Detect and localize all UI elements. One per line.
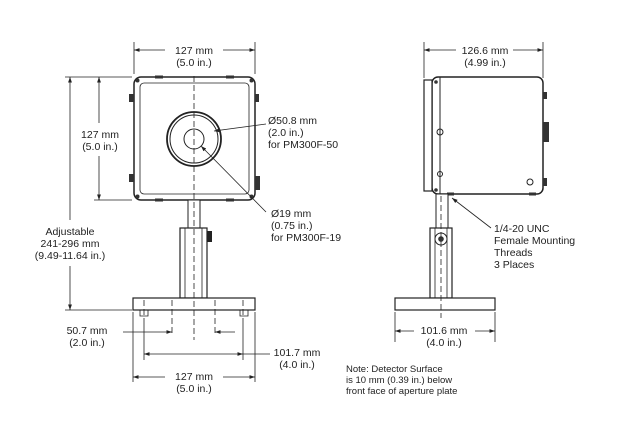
base-side	[394, 196, 496, 318]
width-dim-label-in: (5.0 in.)	[176, 57, 212, 69]
threads-callout: 1/4-20 UNC Female Mounting Threads 3 Pla…	[451, 197, 575, 271]
aperture-large-model: for PM300F-50	[268, 139, 338, 151]
detector-head-front	[129, 75, 260, 202]
base-width-label: 127 mm	[175, 371, 213, 383]
base-depth-label: 101.6 mm	[421, 325, 468, 337]
aperture-small-dim: Ø19 mm	[271, 208, 312, 220]
note-line-1: Note: Detector Surface	[346, 364, 443, 375]
height-dim-label-in: (5.0 in.)	[82, 141, 118, 153]
aperture-large-dim: Ø50.8 mm	[268, 115, 317, 127]
aperture-small-in: (0.75 in.)	[271, 220, 312, 232]
adjustable-range-in: (9.49-11.64 in.)	[35, 250, 105, 262]
threads-word: Threads	[494, 247, 533, 259]
base-slot-dimension: 50.7 mm (2.0 in.)	[67, 325, 235, 349]
base-slot-label: 50.7 mm	[67, 325, 108, 337]
threads-type: Female Mounting	[494, 235, 575, 247]
side-view: 126.6 mm (4.99 in.) 1/4-20 UNC Female Mo…	[394, 42, 575, 349]
base-slot-label-in: (2.0 in.)	[69, 337, 105, 349]
threads-spec: 1/4-20 UNC	[494, 223, 550, 235]
base-span-dimension: 101.7 mm (4.0 in.)	[143, 319, 321, 371]
aperture-large-callout: Ø50.8 mm (2.0 in.) for PM300F-50	[213, 115, 338, 151]
depth-dimension: 126.6 mm (4.99 in.)	[423, 42, 544, 78]
note-line-3: front face of aperture plate	[346, 386, 457, 397]
base-width-dimension: 127 mm (5.0 in.)	[132, 312, 256, 395]
aperture-small-callout: Ø19 mm (0.75 in.) for PM300F-19	[200, 145, 341, 244]
note-line-2: is 10 mm (0.39 in.) below	[346, 375, 452, 386]
base-depth-label-in: (4.0 in.)	[426, 337, 462, 349]
height-dimension: 127 mm (5.0 in.)	[81, 76, 132, 201]
base-span-label: 101.7 mm	[274, 347, 321, 359]
base-span-label-in: (4.0 in.)	[279, 359, 315, 371]
base-depth-dimension: 101.6 mm (4.0 in.)	[394, 312, 496, 349]
height-dim-label: 127 mm	[81, 129, 119, 141]
depth-dim-label-in: (4.99 in.)	[464, 57, 505, 69]
width-dimension: 127 mm (5.0 in.)	[133, 42, 256, 74]
width-dim-label: 127 mm	[175, 45, 213, 57]
base-width-label-in: (5.0 in.)	[176, 383, 212, 395]
adjustable-range-mm: 241-296 mm	[41, 238, 100, 250]
aperture-large-in: (2.0 in.)	[268, 127, 304, 139]
post-front	[179, 199, 212, 299]
adjustable-height-dimension: Adjustable 241-296 mm (9.49-11.64 in.)	[35, 76, 132, 311]
front-view: 127 mm (5.0 in.) 127 mm (5.0 in.) Adjust…	[35, 42, 341, 395]
detector-note: Note: Detector Surface is 10 mm (0.39 in…	[346, 364, 457, 397]
aperture-small-model: for PM300F-19	[271, 232, 341, 244]
depth-dim-label: 126.6 mm	[462, 45, 509, 57]
threads-count: 3 Places	[494, 259, 534, 271]
detector-head-side	[423, 76, 549, 196]
adjustable-label: Adjustable	[45, 226, 94, 238]
